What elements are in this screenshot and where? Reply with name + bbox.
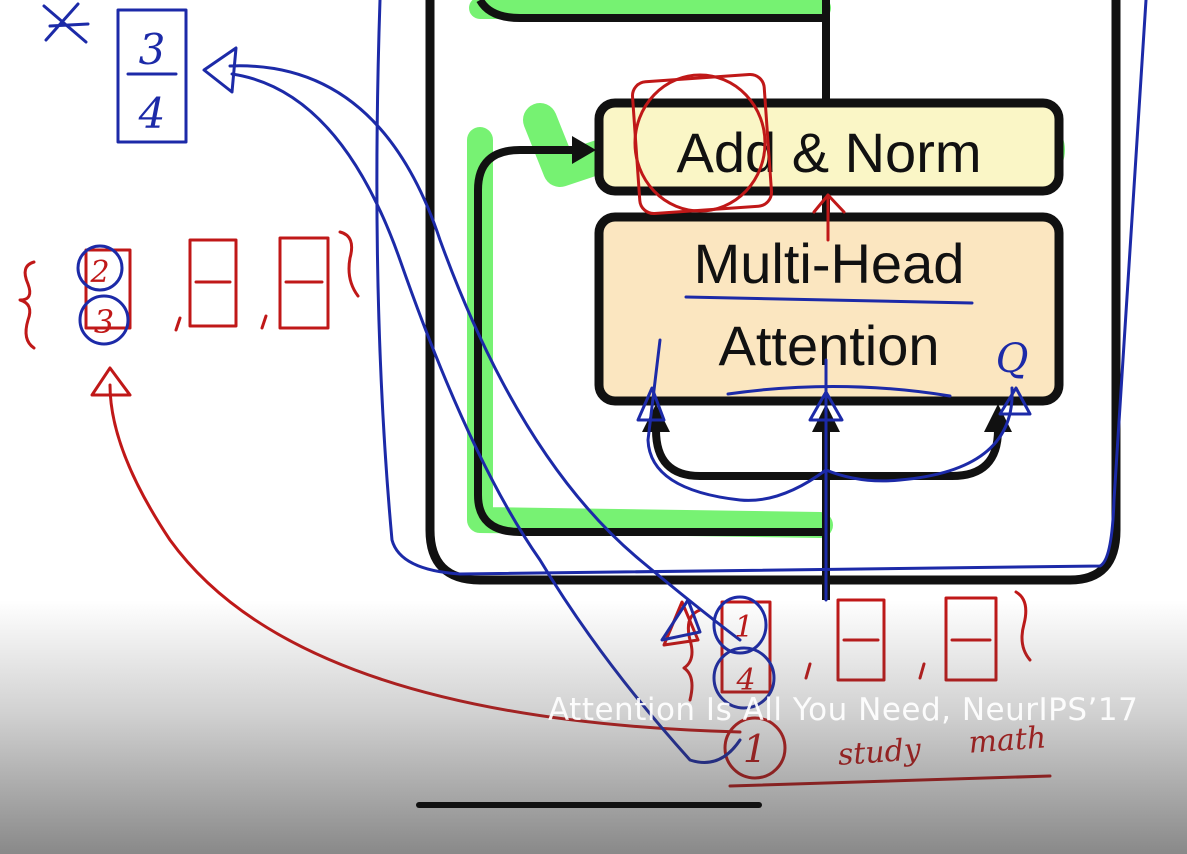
blue-line-right-input bbox=[824, 386, 1014, 483]
red-vector-cell-1 bbox=[84, 248, 132, 330]
red-arrow-up bbox=[812, 193, 846, 242]
blue-curve-a bbox=[228, 64, 742, 642]
home-indicator[interactable] bbox=[416, 802, 762, 808]
residual-connection bbox=[474, 146, 826, 536]
fraction-denominator: 4 bbox=[138, 89, 166, 138]
red-underline bbox=[728, 774, 1052, 788]
blue-arrowhead-middle bbox=[808, 390, 844, 422]
blue-underline-multihead bbox=[684, 295, 974, 305]
blue-circle-top-2 bbox=[78, 294, 130, 346]
add-norm-label: Add & Norm bbox=[677, 121, 982, 184]
blue-fraction-box bbox=[116, 8, 188, 144]
red-long-arrow bbox=[108, 383, 742, 734]
attention-label-line1: Multi-Head bbox=[694, 232, 965, 295]
red-vector-cell-3 bbox=[278, 236, 330, 330]
blue-circle-top-1 bbox=[76, 244, 124, 292]
fraction-numerator: 3 bbox=[139, 25, 166, 74]
top-vector-value-2: 3 bbox=[94, 303, 114, 341]
red-brace-right-bottom bbox=[1014, 590, 1032, 662]
blue-cross-mark bbox=[42, 2, 90, 44]
handwritten-word-study: study bbox=[837, 732, 923, 773]
input-arrowhead-left bbox=[642, 404, 670, 432]
red-brace-left-top bbox=[18, 260, 36, 350]
blue-underline-attention bbox=[726, 384, 952, 398]
red-brace-right-top bbox=[338, 230, 360, 298]
red-long-arrowhead bbox=[90, 366, 132, 397]
query-marker: Q bbox=[996, 336, 1029, 382]
blue-arrowhead-left bbox=[636, 386, 666, 422]
red-comma-1 bbox=[174, 316, 182, 332]
paper-caption: Attention Is All You Need, NeurIPS’17 bbox=[548, 692, 1139, 728]
attention-label-line2: Attention bbox=[718, 314, 939, 377]
branch-right bbox=[826, 429, 1002, 480]
blue-curve-frame bbox=[375, 0, 1148, 576]
blue-arrow-to-fraction bbox=[202, 46, 238, 94]
blue-line-left-input bbox=[646, 338, 828, 502]
red-square-add bbox=[630, 72, 774, 216]
residual-arrowhead bbox=[572, 136, 596, 164]
blue-arrowhead-right bbox=[998, 386, 1032, 416]
branch-left bbox=[652, 429, 826, 480]
top-connector bbox=[476, 0, 830, 22]
red-comma-4 bbox=[918, 662, 926, 680]
red-vector-cell-2 bbox=[188, 238, 238, 328]
top-vector-value-1: 2 bbox=[89, 255, 109, 290]
red-comma-2 bbox=[260, 314, 268, 330]
bottom-token-index: 1 bbox=[743, 727, 767, 771]
red-comma-3 bbox=[804, 662, 812, 680]
encoder-frame bbox=[425, 0, 1121, 585]
bottom-vector-value-1: 1 bbox=[734, 610, 753, 645]
